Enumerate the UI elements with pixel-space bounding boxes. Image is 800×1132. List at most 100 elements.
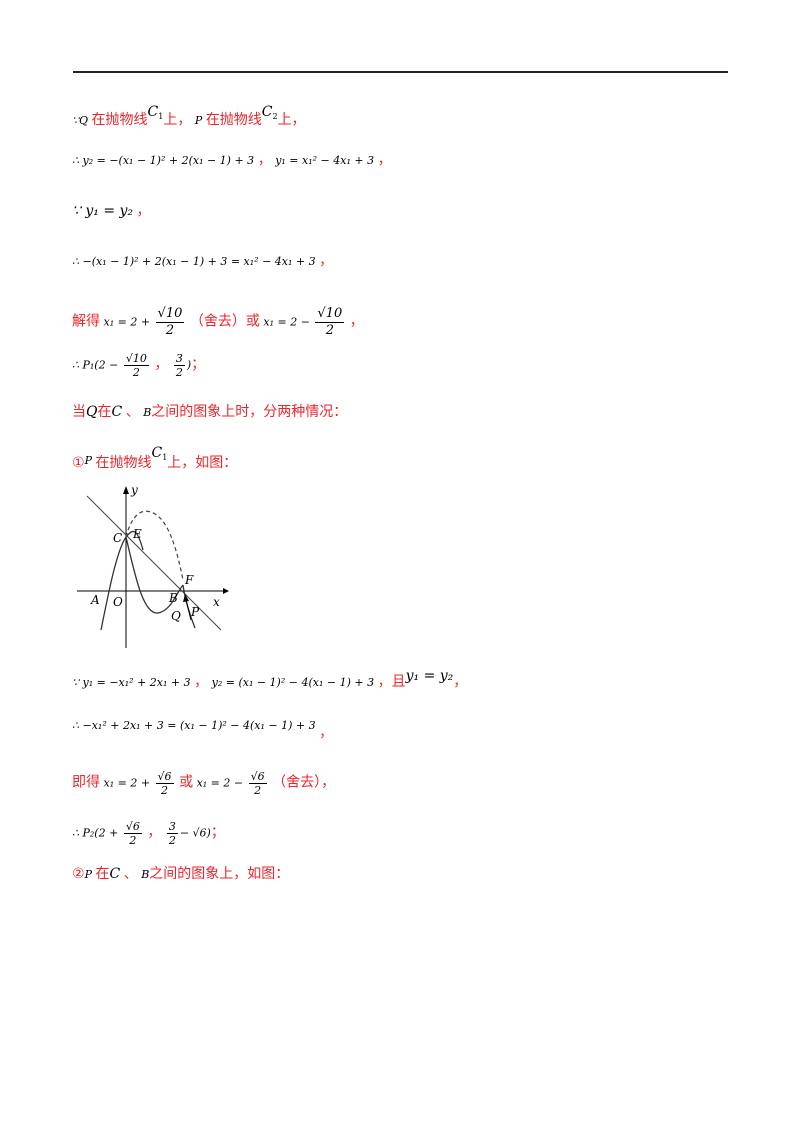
arrow-head	[183, 594, 189, 602]
label-o: O	[113, 595, 123, 609]
separator: ，	[257, 152, 272, 168]
x-axis-arrow	[223, 588, 229, 594]
text: ，且	[377, 674, 406, 690]
equation: y₁ = y₂	[405, 668, 454, 684]
text: 解得	[72, 313, 100, 330]
punctuation: ；	[191, 356, 206, 373]
parabola-c2	[125, 536, 184, 614]
case-marker: ②	[72, 866, 85, 882]
equation: x₁ = 2 −	[196, 776, 244, 790]
line-q-p-on-parabolas: ∵Q 在抛物线C1上， P 在抛物线C2上，	[72, 104, 306, 129]
point-q: Q	[86, 404, 98, 420]
text: 上，	[277, 112, 306, 128]
line-equations-case1: ∵ y₁ = −x₁² + 2x₁ + 3 ， y₂ = (x₁ − 1)² −…	[72, 668, 467, 691]
dashed-parabola	[125, 510, 184, 581]
text: 、	[123, 866, 138, 882]
equation: x₁ = 2 +	[103, 776, 151, 790]
equation: y₁ = x₁² − 4x₁ + 3	[275, 154, 375, 167]
line-combined-case1: ∴ −x₁² + 2x₁ + 3 = (x₁ − 1)² − 4(x₁ − 1)…	[72, 718, 333, 741]
line-combined-equation: ∴ −(x₁ − 1)² + 2(x₁ − 1) + 3 = x₁² − 4x₁…	[72, 253, 333, 270]
text: 、	[125, 404, 140, 420]
equation: ∴ P₁(2 −	[72, 358, 119, 372]
point-c: C	[111, 404, 123, 420]
equation: ∴ −x₁² + 2x₁ + 3 = (x₁ − 1)² − 4(x₁ − 1)…	[72, 719, 316, 732]
equation: )	[186, 358, 192, 372]
header-rule	[73, 71, 728, 73]
separator: ，	[194, 674, 209, 690]
arrow-to-p	[185, 599, 192, 621]
equation: ∴ y₂ = −(x₁ − 1)² + 2(x₁ − 1) + 3	[72, 154, 255, 167]
case-marker: ①	[72, 455, 85, 471]
punctuation: ，	[136, 203, 151, 219]
curve-c1: C1	[151, 445, 168, 462]
text: 或	[179, 774, 194, 791]
curve-c2: C2	[261, 104, 278, 121]
text: 之间的图象上时，分两种情况：	[151, 404, 348, 420]
line-case-q-between-c-b: 当Q在C 、 B之间的图象上时，分两种情况：	[72, 404, 347, 421]
label-a: A	[90, 593, 100, 607]
text: 在抛物线	[95, 455, 152, 471]
text: （舍去）或	[189, 313, 260, 330]
punctuation: ，	[377, 152, 392, 168]
label-b: B	[168, 591, 178, 605]
equation: ∵ y₁ = −x₁² + 2x₁ + 3	[72, 676, 191, 689]
punctuation: ；	[210, 824, 225, 841]
because-symbol: ∵	[72, 114, 79, 127]
equation: ∴ −(x₁ − 1)² + 2(x₁ − 1) + 3 = x₁² − 4x₁…	[72, 255, 316, 268]
text: 在	[95, 866, 110, 882]
point-q: Q	[79, 114, 89, 127]
straight-line	[86, 495, 222, 631]
text: （舍去），	[272, 774, 336, 791]
point-c: C	[109, 866, 121, 882]
line-equations-y1-y2: ∴ y₂ = −(x₁ − 1)² + 2(x₁ − 1) + 3 ， y₁ =…	[72, 152, 392, 169]
equation: x₁ = 2 +	[103, 315, 151, 329]
graph-figure: y x C E F A O B Q P	[77, 483, 229, 648]
point-b: B	[141, 868, 150, 881]
label-p: P	[190, 605, 200, 619]
point-b: B	[143, 406, 152, 419]
y-axis-arrow	[123, 486, 129, 494]
text: 在抛物线	[205, 112, 262, 128]
line-case-1: ①P 在抛物线C1上，如图：	[72, 445, 237, 472]
point-p: P	[84, 868, 92, 881]
point-p: P	[84, 454, 92, 467]
punctuation: ，	[319, 253, 334, 269]
equation: y₂ = (x₁ − 1)² − 4(x₁ − 1) + 3	[211, 676, 375, 689]
separator: ，	[154, 356, 169, 373]
line-y1-equals-y2: ∵ y₁ = y₂ ，	[72, 203, 151, 220]
equation: ∴ P₂(2 +	[72, 826, 119, 840]
equation: − √6)	[179, 826, 211, 840]
label-y: y	[130, 483, 138, 497]
equation: ∵ y₁ = y₂	[72, 203, 134, 219]
label-f: F	[184, 573, 194, 587]
punctuation: ，	[319, 725, 334, 741]
equation: x₁ = 2 −	[263, 315, 310, 329]
text: 上，如图：	[167, 455, 238, 471]
punctuation: ，	[349, 313, 364, 330]
text: 当	[72, 404, 86, 420]
curve-c1: C1	[147, 104, 164, 121]
label-e: E	[132, 527, 142, 541]
point-p: P	[194, 114, 203, 127]
separator: ，	[147, 824, 162, 841]
line-case-2: ②P 在C 、 B之间的图象上，如图：	[72, 866, 289, 883]
label-q: Q	[171, 609, 181, 623]
label-c: C	[113, 531, 122, 545]
text: 在	[97, 404, 112, 420]
text: 上，	[163, 112, 192, 128]
punctuation: ，	[453, 674, 468, 690]
text: 之间的图象上，如图：	[149, 866, 290, 882]
text: 即得	[72, 774, 100, 791]
